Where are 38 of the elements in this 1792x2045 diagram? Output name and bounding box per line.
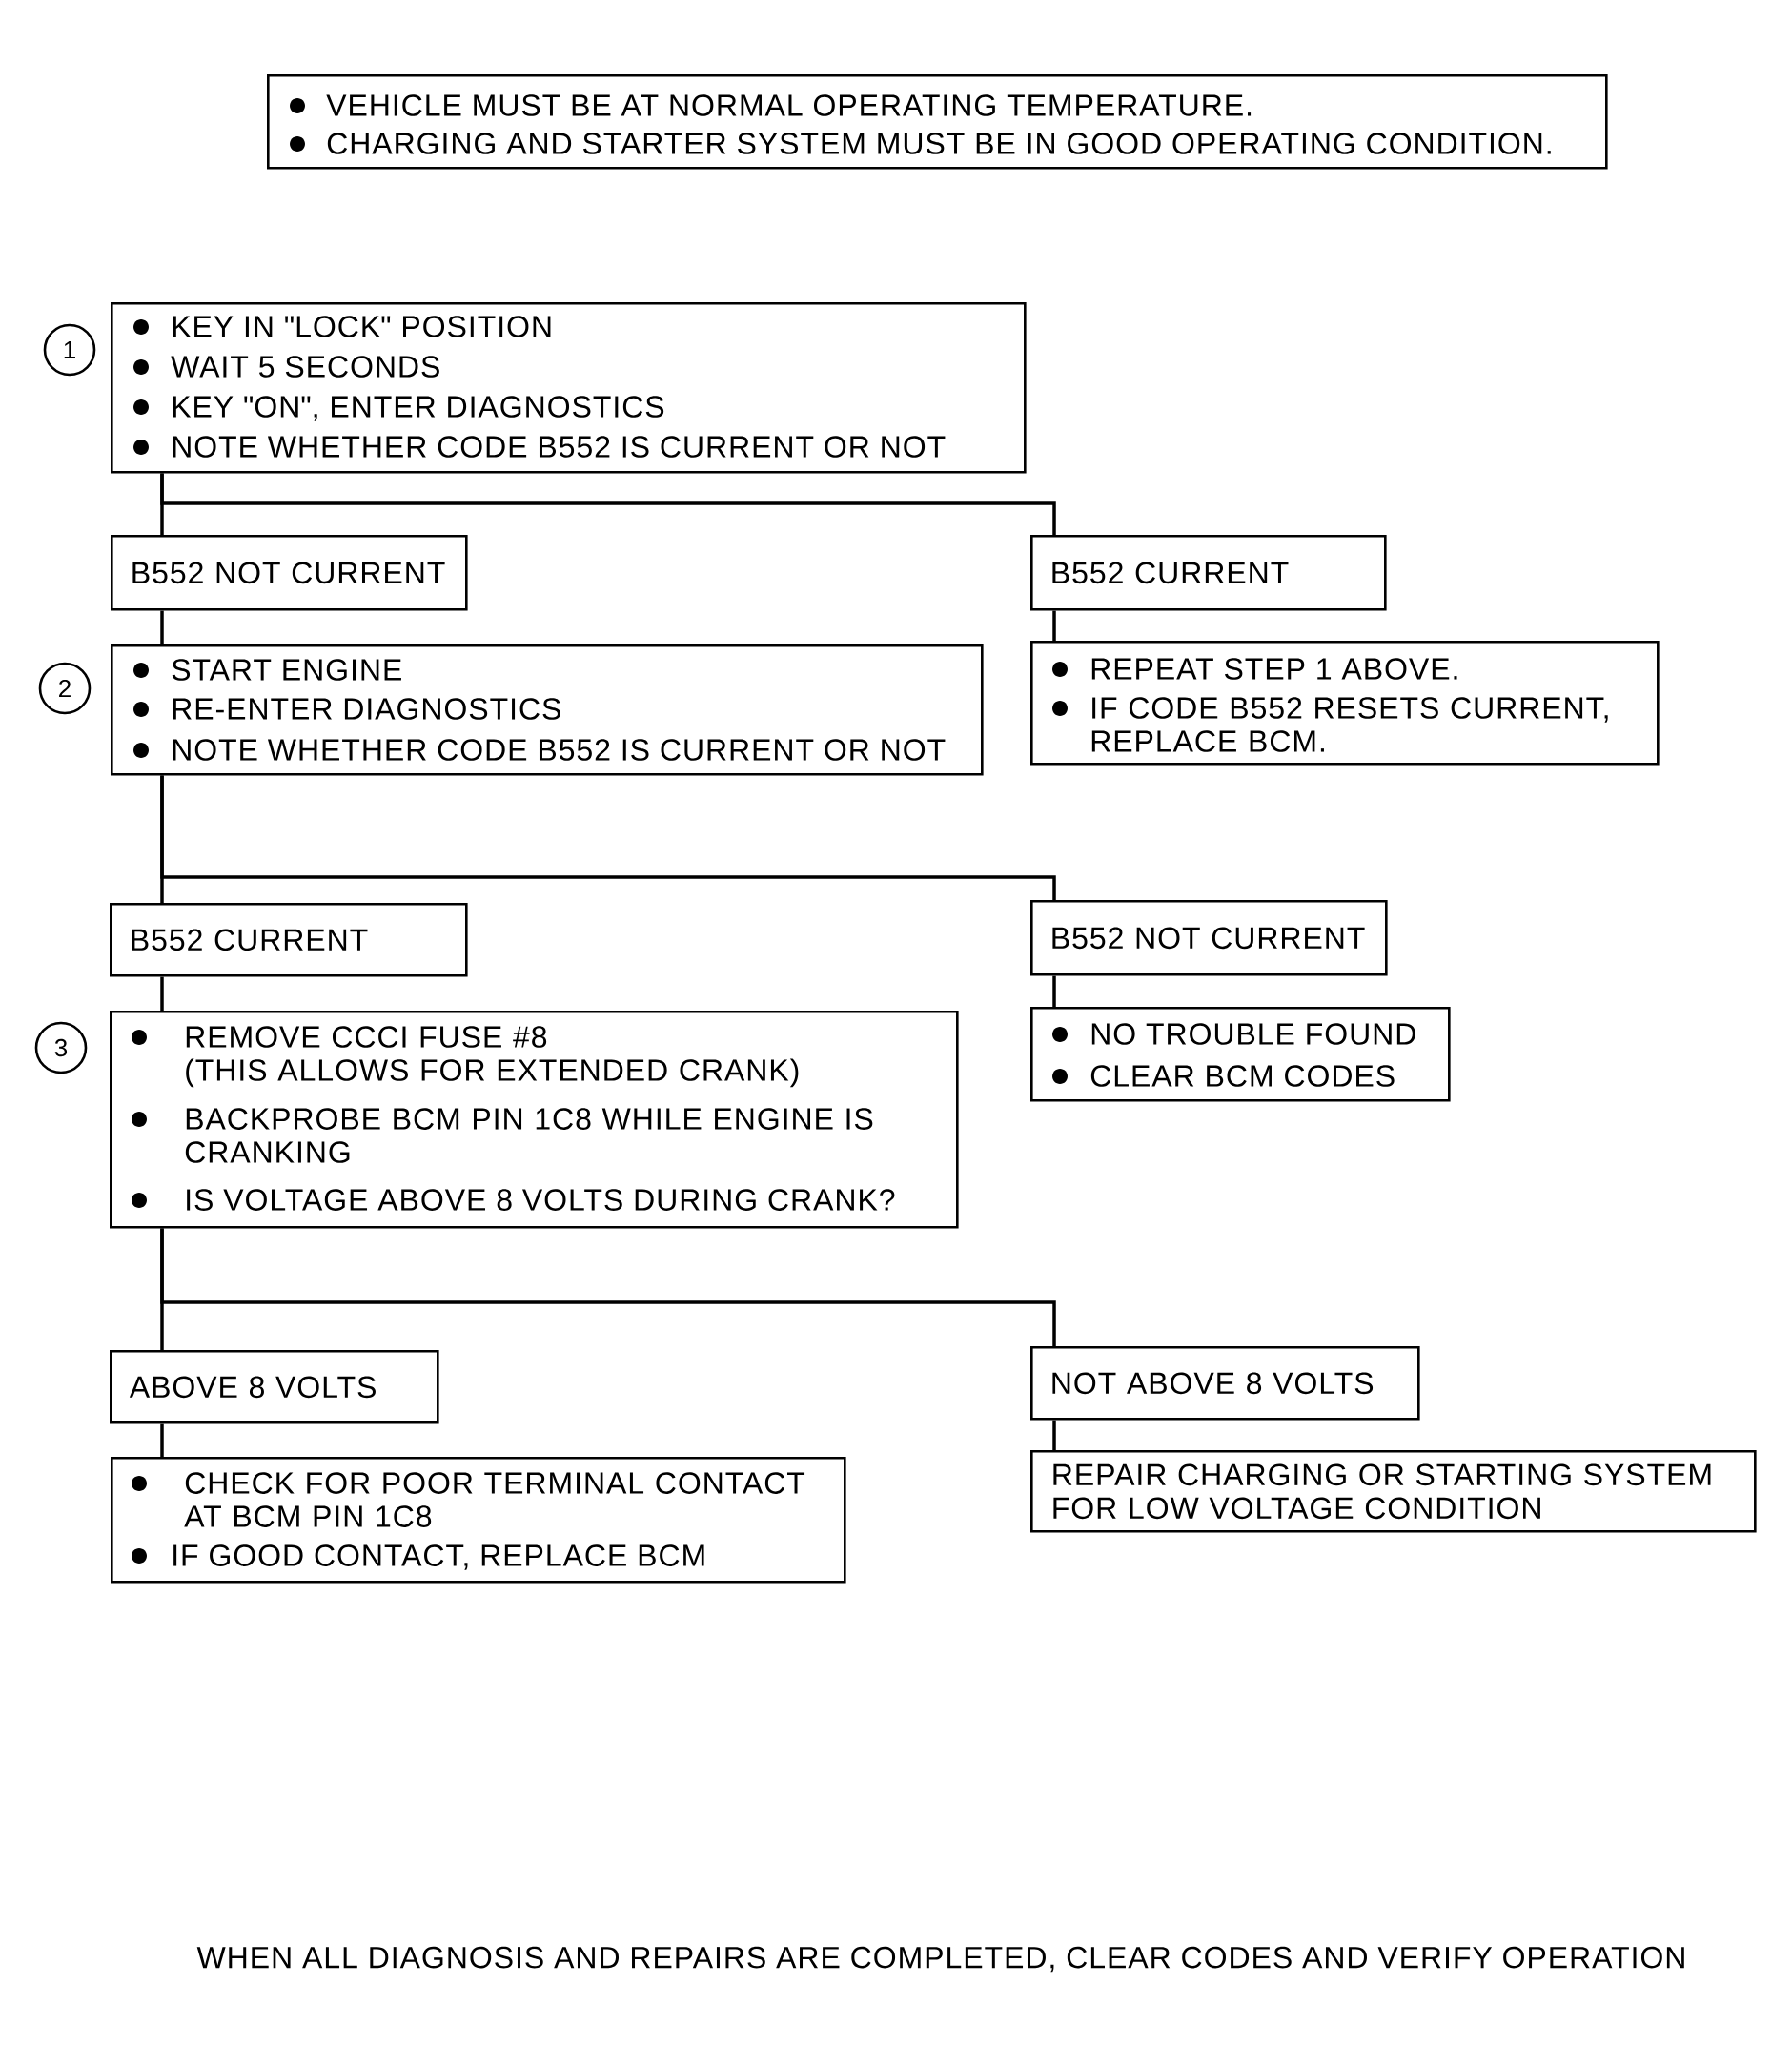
connector-line	[160, 1228, 1056, 1346]
instruction-text: CLEAR BCM CODES	[1090, 1065, 1395, 1087]
connector-line	[1052, 610, 1056, 641]
connector-line	[1052, 1420, 1056, 1450]
instruction-text: CHARGING AND STARTER SYSTEM MUST BE IN GOOD OPERATING CONDITION.	[327, 133, 1551, 154]
condition-box: B552 NOT CURRENT	[1030, 900, 1388, 976]
instruction-text: KEY IN "LOCK" POSITION	[173, 316, 551, 337]
connector-line	[1052, 975, 1056, 1007]
instruction-text: VEHICLE MUST BE AT NORMAL OPERATING TEMPERATURE.	[326, 94, 1252, 116]
condition-box: B552 CURRENT	[1030, 535, 1387, 611]
instruction-text: IS VOLTAGE ABOVE 8 VOLTS DURING CRANK?	[187, 1189, 895, 1211]
instruction-text: KEY "ON", ENTER DIAGNOSTICS	[173, 396, 664, 421]
condition-box: B552 NOT CURRENT	[111, 535, 468, 611]
instruction-text: WAIT 5 SECONDS	[171, 356, 439, 378]
step-number: 1	[43, 323, 96, 377]
connector-line	[160, 1423, 164, 1457]
connector-line	[160, 775, 1056, 900]
connector-line	[160, 610, 164, 644]
connector-line	[160, 976, 164, 1011]
step-number: 3	[34, 1021, 88, 1074]
instruction-text: IF CODE B552 RESETS CURRENT, REPLACE BCM.	[1091, 697, 1608, 752]
condition-box: NOT ABOVE 8 VOLTS	[1030, 1346, 1420, 1421]
instruction-text: REPEAT STEP 1 ABOVE.	[1091, 658, 1457, 680]
instruction-text: NO TROUBLE FOUND	[1091, 1023, 1415, 1045]
instruction-text: REMOVE CCCI FUSE #8 (THIS ALLOWS FOR EXTENDED CRANK)	[186, 1026, 799, 1088]
connector-line	[160, 473, 1056, 535]
condition-box: B552 CURRENT	[110, 903, 468, 977]
instruction-text: RE-ENTER DIAGNOSTICS	[173, 698, 560, 720]
instruction-text: BACKPROBE BCM PIN 1C8 WHILE ENGINE IS CRANKING	[185, 1108, 873, 1163]
step-number: 2	[38, 662, 92, 715]
footer-note: WHEN ALL DIAGNOSIS AND REPAIRS ARE COMPLETED, CLEAR CODES AND VERIFY OPERATION	[196, 1946, 1684, 1973]
instruction-text: CHECK FOR POOR TERMINAL CONTACT AT BCM PIN 1C8	[184, 1472, 805, 1527]
instruction-text: IF GOOD CONTACT, REPLACE BCM	[173, 1544, 704, 1570]
condition-box: ABOVE 8 VOLTS	[110, 1350, 439, 1424]
instruction-text: START ENGINE	[172, 659, 401, 681]
instruction-text: NOTE WHETHER CODE B552 IS CURRENT OR NOT	[173, 739, 946, 761]
instruction-text: NOTE WHETHER CODE B552 IS CURRENT OR NOT	[173, 436, 946, 458]
action-box: REPAIR CHARGING OR STARTING SYSTEM FOR LOW VOLTAGE CONDITION	[1030, 1450, 1757, 1533]
